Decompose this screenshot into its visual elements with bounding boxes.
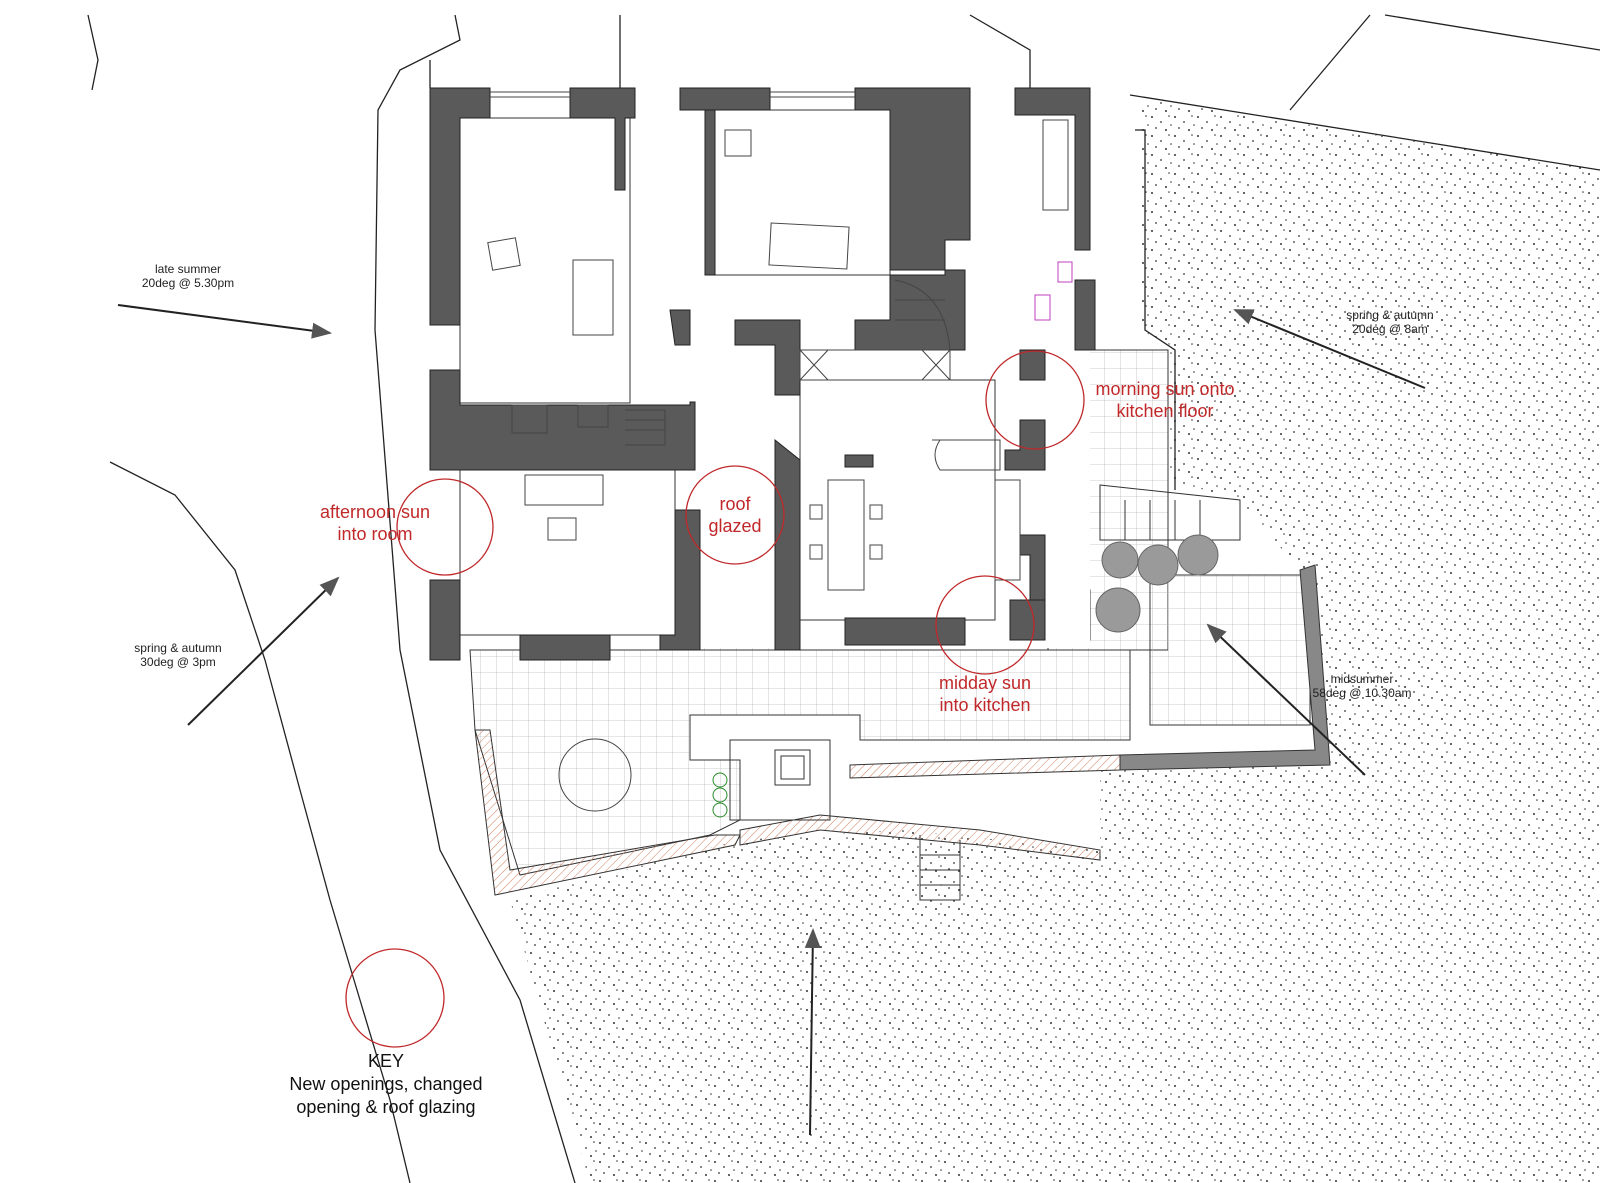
key-line-2: opening & roof glazing [296,1097,476,1117]
opening-markers [345,350,1085,1048]
marker-roof-glazed [685,465,785,565]
sun-arrows [117,304,1426,1136]
shrubs [1095,534,1219,633]
marker-midday-kitchen [935,575,1035,675]
key-marker [345,948,445,1048]
arrow-late-summer [117,304,332,339]
key-line-1: New openings, changed [289,1074,483,1094]
marker-kitchen-floor [985,350,1085,450]
garden-lawn [510,100,1600,1183]
marker-afternoon-room [396,478,494,576]
arrow-spring-autumn-3pm [187,576,340,726]
key-legend: KEY New openings, changed opening & roof… [276,1050,496,1119]
arrow-spring-autumn-8am [1233,309,1426,389]
terrace-wall [474,729,741,896]
east-terrace [1149,574,1311,726]
key-title: KEY [367,1051,405,1071]
fixtures [487,91,1069,812]
arrow-south [804,928,821,1136]
arrow-midsummer [1206,623,1366,776]
site-boundaries [87,14,1600,1183]
